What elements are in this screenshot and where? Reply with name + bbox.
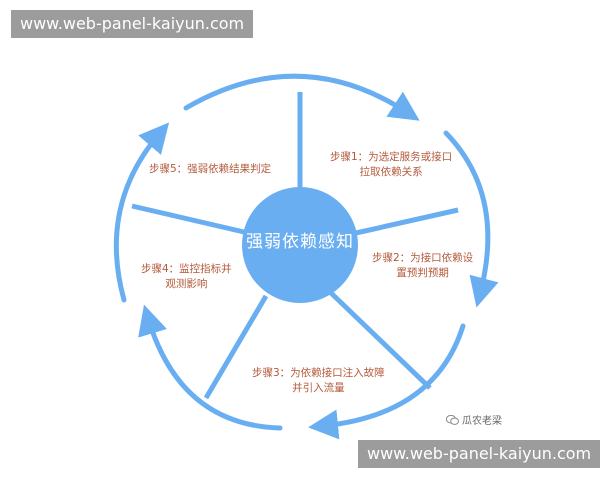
step-3-line-2: 并引入流量 (292, 382, 345, 394)
spoke-right (355, 207, 459, 236)
author-credit: 瓜农老梁 (445, 412, 502, 427)
step-5-label: 步骤5：强弱依赖结果判定 (149, 162, 271, 177)
step-1-label: 步骤1：为选定服务或接口 拉取依赖关系 (330, 150, 452, 180)
step-2-label: 步骤2：为接口依赖设 置预判预期 (372, 251, 473, 281)
credit-label: 瓜农老梁 (462, 416, 502, 427)
watermark-top: www.web-panel-kaiyun.com (11, 10, 254, 38)
center-circle (242, 187, 358, 303)
watermark-bottom: www.web-panel-kaiyun.com (358, 440, 600, 468)
cycle-arrow-5 (113, 122, 170, 303)
cycle-arrow-3 (308, 323, 466, 440)
step-2-line-2: 置预判预期 (396, 267, 449, 279)
step-5-line-1: 步骤5：强弱依赖结果判定 (149, 163, 272, 175)
spoke-bottom-left (203, 294, 269, 400)
step-4-line-2: 观测影响 (165, 278, 208, 290)
wechat-icon (445, 414, 460, 425)
step-3-line-1: 步骤3：为依赖接口注入故障 (252, 367, 385, 379)
step-2-line-1: 步骤2：为接口依赖设 (372, 252, 474, 264)
step-1-line-2: 拉取依赖关系 (359, 166, 423, 178)
cycle-arrow-4 (138, 304, 283, 431)
center-label: 强弱依赖感知 (246, 232, 354, 252)
cycle-arrow-2 (443, 130, 499, 308)
spoke-bottom-right (328, 290, 432, 390)
step-4-line-1: 步骤4：监控指标并 (141, 263, 232, 275)
cycle-arrow-1 (183, 73, 420, 121)
spoke-left (131, 203, 245, 235)
cycle-arrows (113, 73, 499, 440)
spokes (131, 92, 459, 400)
step-4-label: 步骤4：监控指标并 观测影响 (141, 262, 232, 292)
step-1-line-1: 步骤1：为选定服务或接口 (330, 151, 453, 163)
step-3-label: 步骤3：为依赖接口注入故障 并引入流量 (252, 366, 385, 396)
